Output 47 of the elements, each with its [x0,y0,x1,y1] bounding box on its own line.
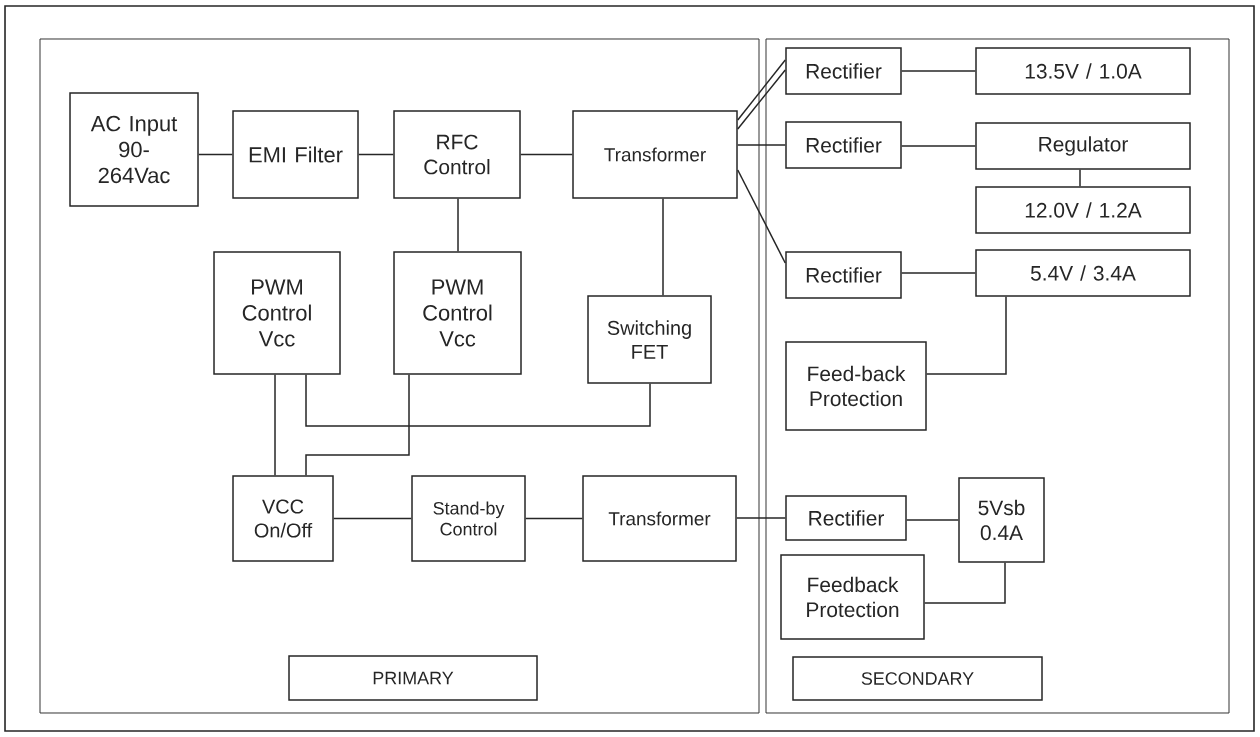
block-box: Rectifier [785,251,902,299]
connector-line [662,198,664,296]
connector-line [737,169,786,264]
block-box: Transformer [572,110,738,199]
block-box: RFC Control [393,110,521,199]
connector-line [305,374,651,427]
block-box: EMI Filter [232,110,359,199]
connector-line [736,517,786,519]
block-box: PWM Control Vcc [213,251,341,375]
block-box: 12.0V / 1.2A [975,186,1191,234]
connector-line [926,296,1007,375]
block-box: Rectifier [785,121,902,169]
block-box: Rectifier [785,47,902,95]
block-box: Switching FET [587,295,712,384]
connector-line [358,153,394,156]
block-box: VCC On/Off [232,475,334,562]
block-box: Transformer [582,475,737,562]
block-box: Feed-back Protection [785,341,927,431]
connector-line [274,374,276,476]
block-box: PWM Control Vcc [393,251,522,375]
connector-line [906,519,959,521]
block-box: 5.4V / 3.4A [975,249,1191,297]
connector-line [737,144,786,146]
block-box: 5Vsb 0.4A [958,477,1045,563]
block-box: 13.5V / 1.0A [975,47,1191,95]
connector-line [305,374,410,476]
connector-line [901,70,976,72]
connector-line [924,562,1006,604]
connector-line [901,145,976,147]
block-box: Stand-by Control [411,475,526,562]
section-label-box: PRIMARY [288,655,538,701]
block-box: Rectifier [785,495,907,541]
connector-line [525,517,583,520]
panel-frame [39,38,760,714]
section-label-box: SECONDARY [792,656,1043,701]
connector-line [737,59,786,121]
connector-line [333,517,412,520]
connector-line [457,198,459,252]
connector-line [198,153,233,156]
block-box: AC Input 90- 264Vac [69,92,199,207]
connector-line [1079,169,1081,187]
connector-line [737,69,786,130]
connector-line [901,272,976,274]
connector-line [520,153,573,156]
block-box: Feedback Protection [780,554,925,640]
block-box: Regulator [975,122,1191,170]
panel-frame [765,38,1230,714]
